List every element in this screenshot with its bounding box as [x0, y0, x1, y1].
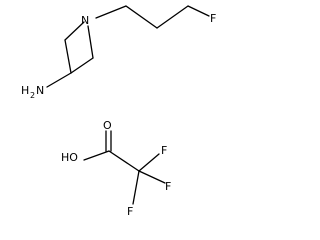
atom-label-nitrogen: N — [81, 14, 89, 27]
bond-c2ring-c3ring — [64, 39, 72, 74]
bond-cf3-f-bottom — [132, 170, 140, 205]
atom-label-f-right: F — [165, 180, 171, 193]
bond-c-oh — [83, 150, 110, 161]
chemical-structure-drawing: N F H 2 N O HO F F F — [21, 5, 216, 218]
bond-c4ring-c3ring — [70, 57, 94, 74]
bond-c2-c3 — [156, 5, 189, 29]
amine-molecule: N F H 2 N — [21, 5, 216, 100]
bond-c1-c2 — [125, 5, 158, 29]
atom-label-amine-h: H — [21, 84, 29, 97]
tfa-molecule: O HO F F F — [61, 119, 171, 218]
bond-n-c1 — [95, 5, 127, 19]
bond-c-cf3 — [108, 150, 140, 172]
bond-c3-f — [187, 5, 210, 17]
atom-label-hydroxyl: HO — [61, 151, 78, 164]
bond-n-c2ring — [64, 21, 85, 41]
atom-label-f-bottom: F — [127, 205, 133, 218]
atom-label-carbonyl-o: O — [103, 119, 112, 132]
structure-canvas: N F H 2 N O HO F F F — [21, 5, 216, 218]
atom-label-fluorine: F — [210, 12, 216, 25]
bond-cf3-f-right — [138, 170, 166, 184]
bond-n-c4ring — [87, 25, 94, 59]
bond-cf3-f-top — [138, 153, 160, 172]
bond-c3ring-nh2 — [46, 72, 72, 88]
atom-label-amine-h-count: 2 — [30, 91, 35, 100]
atom-label-amine-n: N — [36, 84, 44, 97]
atom-label-f-top: F — [161, 144, 167, 157]
